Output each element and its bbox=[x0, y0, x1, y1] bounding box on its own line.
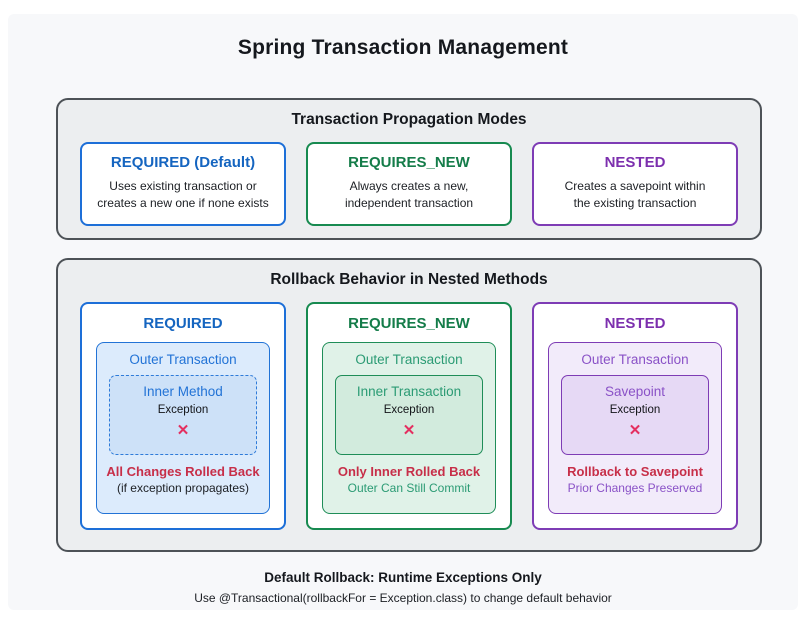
rollback-result-secondary: Prior Changes Preserved bbox=[567, 481, 703, 495]
propagation-card-nested-desc: Creates a savepoint within the existing … bbox=[540, 178, 730, 213]
rollback-card-requires-new: REQUIRES_NEW Outer Transaction Inner Tra… bbox=[306, 302, 512, 530]
propagation-card-requires-new-desc: Always creates a new, independent transa… bbox=[314, 178, 504, 213]
propagation-card-requires-new: REQUIRES_NEW Always creates a new, indep… bbox=[306, 142, 512, 226]
propagation-panel: Transaction Propagation Modes REQUIRED (… bbox=[56, 98, 762, 240]
footer-default-rollback: Default Rollback: Runtime Exceptions Onl… bbox=[264, 570, 542, 585]
rollback-result-primary: All Changes Rolled Back bbox=[106, 464, 260, 479]
rollback-cards-row: REQUIRED Outer Transaction Inner Method … bbox=[58, 302, 760, 530]
inner-method-box: Inner Method Exception ✕ bbox=[109, 375, 257, 455]
rollback-card-requires-new-title: REQUIRES_NEW bbox=[348, 315, 470, 332]
exception-label: Exception bbox=[383, 404, 435, 416]
outer-transaction-label: Outer Transaction bbox=[581, 352, 689, 367]
desc-line: Always creates a new, bbox=[349, 179, 469, 193]
propagation-card-required: REQUIRED (Default) Uses existing transac… bbox=[80, 142, 286, 226]
page-title: Spring Transaction Management bbox=[237, 36, 569, 59]
exception-x-icon: ✕ bbox=[628, 422, 642, 439]
inner-method-label: Inner Method bbox=[143, 384, 223, 399]
rollback-card-nested: NESTED Outer Transaction Savepoint Excep… bbox=[532, 302, 738, 530]
propagation-panel-title: Transaction Propagation Modes bbox=[291, 111, 527, 128]
rollback-panel-title: Rollback Behavior in Nested Methods bbox=[270, 271, 548, 288]
rollback-result-primary: Rollback to Savepoint bbox=[567, 464, 703, 479]
propagation-card-requires-new-title: REQUIRES_NEW bbox=[348, 154, 470, 171]
desc-line: creates a new one if none exists bbox=[97, 196, 269, 211]
rollback-card-nested-title: NESTED bbox=[604, 315, 666, 332]
outer-transaction-label: Outer Transaction bbox=[129, 352, 237, 367]
desc-line: independent transaction bbox=[344, 196, 474, 211]
exception-x-icon: ✕ bbox=[402, 422, 416, 439]
propagation-card-required-title: REQUIRED (Default) bbox=[110, 154, 256, 171]
desc-line: Creates a savepoint within bbox=[564, 179, 706, 193]
exception-label: Exception bbox=[157, 404, 209, 416]
rollback-card-required: REQUIRED Outer Transaction Inner Method … bbox=[80, 302, 286, 530]
outer-transaction-box: Outer Transaction Inner Method Exception… bbox=[96, 342, 270, 514]
propagation-card-nested: NESTED Creates a savepoint within the ex… bbox=[532, 142, 738, 226]
desc-line: the existing transaction bbox=[573, 196, 697, 211]
outer-transaction-box: Outer Transaction Savepoint Exception ✕ … bbox=[548, 342, 722, 514]
outer-transaction-box: Outer Transaction Inner Transaction Exce… bbox=[322, 342, 496, 514]
exception-x-icon: ✕ bbox=[176, 422, 190, 439]
rollback-result-primary: Only Inner Rolled Back bbox=[337, 464, 481, 479]
exception-label: Exception bbox=[609, 404, 661, 416]
rollback-result-secondary: (if exception propagates) bbox=[116, 481, 250, 495]
propagation-card-required-desc: Uses existing transaction or creates a n… bbox=[88, 178, 278, 213]
rollback-card-required-title: REQUIRED bbox=[143, 315, 223, 332]
rollback-result-secondary: Outer Can Still Commit bbox=[347, 481, 471, 495]
footer-transactional-note: Use @Transactional(rollbackFor = Excepti… bbox=[194, 591, 612, 605]
outer-transaction-label: Outer Transaction bbox=[355, 352, 463, 367]
inner-transaction-box: Inner Transaction Exception ✕ bbox=[335, 375, 483, 455]
savepoint-box: Savepoint Exception ✕ bbox=[561, 375, 709, 455]
desc-line: Uses existing transaction or bbox=[109, 179, 257, 193]
inner-transaction-label: Inner Transaction bbox=[356, 384, 462, 399]
rollback-panel: Rollback Behavior in Nested Methods REQU… bbox=[56, 258, 762, 552]
savepoint-label: Savepoint bbox=[604, 384, 666, 399]
propagation-cards-row: REQUIRED (Default) Uses existing transac… bbox=[58, 142, 760, 226]
propagation-card-nested-title: NESTED bbox=[604, 154, 666, 171]
